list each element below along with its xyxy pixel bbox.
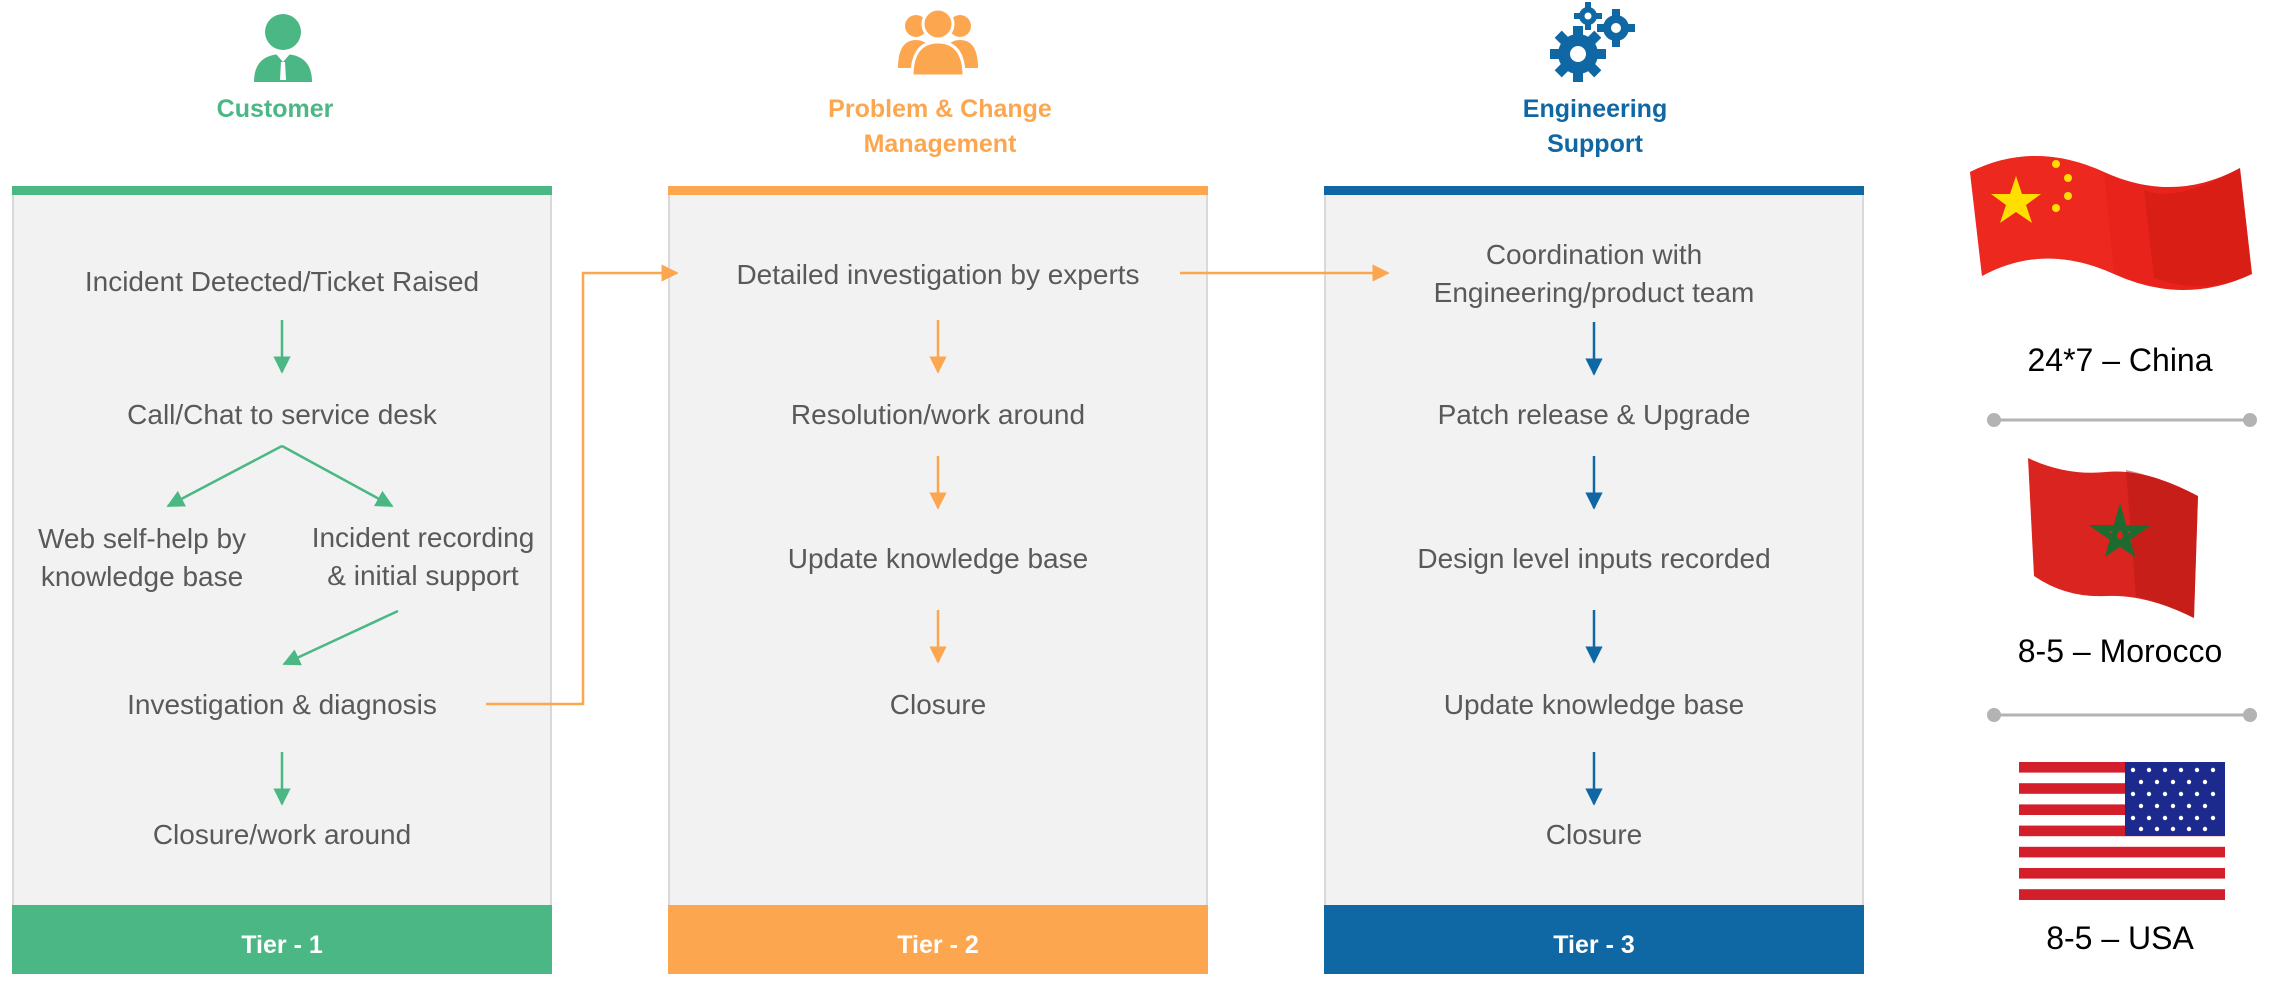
t3-step-closure: Closure xyxy=(1545,819,1643,850)
tier3-footer: Tier - 3 xyxy=(1324,905,1864,974)
t1-step-closure: Closure/work around xyxy=(152,819,412,850)
arrow-t1-3 xyxy=(282,609,399,666)
arrow-t1-2a xyxy=(166,444,283,508)
t2-step-closure: Closure xyxy=(889,689,987,720)
t1-step-incident-detected: Incident Detected/Ticket Raised xyxy=(84,266,480,297)
region-morocco: 8-5 – Morocco xyxy=(2017,633,2223,669)
usa-flag xyxy=(2019,762,2225,900)
china-flag xyxy=(1970,156,2252,290)
step-line: & initial support xyxy=(327,560,519,591)
tier1-top-bar xyxy=(12,186,552,195)
t1-step-web-self-help: Web self-help by knowledge base xyxy=(22,520,262,596)
heading-problem-change: Problem & Change Management xyxy=(780,92,1100,162)
group-icon xyxy=(898,7,978,76)
heading-engineering-support: Engineering Support xyxy=(1440,92,1750,162)
step-line: Coordination with xyxy=(1485,239,1703,270)
heading-line-1: Problem & Change xyxy=(828,95,1052,123)
tier3-panel xyxy=(1324,186,1864,974)
tier3-top-bar xyxy=(1324,186,1864,195)
t2-step-detailed-investigation: Detailed investigation by experts xyxy=(736,259,1140,290)
heading-line-2: Management xyxy=(863,130,1017,158)
t2-step-resolution: Resolution/work around xyxy=(790,399,1086,430)
person-icon xyxy=(254,14,312,82)
tier1-panel xyxy=(12,186,552,974)
t3-step-update-kb: Update knowledge base xyxy=(1443,689,1745,720)
step-line: Incident recording xyxy=(311,522,535,553)
region-usa: 8-5 – USA xyxy=(2046,920,2194,956)
step-line: Engineering/product team xyxy=(1433,277,1755,308)
tier2-footer: Tier - 2 xyxy=(668,905,1208,974)
tier2-top-bar xyxy=(668,186,1208,195)
t3-step-design-inputs: Design level inputs recorded xyxy=(1417,543,1771,574)
step-line: Web self-help by xyxy=(37,523,247,554)
t1-step-investigation: Investigation & diagnosis xyxy=(127,689,437,720)
arrow-t1-2b xyxy=(281,444,394,508)
region-china: 24*7 – China xyxy=(2027,342,2213,378)
morocco-flag xyxy=(2028,458,2198,618)
heading-line-2: Support xyxy=(1547,130,1643,158)
t3-step-coordination: Coordination with Engineering/product te… xyxy=(1324,236,1864,312)
heading-customer: Customer xyxy=(216,95,334,123)
gears-icon xyxy=(1550,2,1635,82)
heading-line-1: Engineering xyxy=(1522,95,1668,123)
step-line: knowledge base xyxy=(40,561,244,592)
tier2-panel xyxy=(668,186,1208,974)
t2-step-update-kb: Update knowledge base xyxy=(787,543,1089,574)
t1-step-incident-recording: Incident recording & initial support xyxy=(298,519,548,595)
connector-t1-t2 xyxy=(486,264,679,706)
t3-step-patch-release: Patch release & Upgrade xyxy=(1437,399,1751,430)
t1-step-call-chat: Call/Chat to service desk xyxy=(127,399,437,430)
tier1-footer: Tier - 1 xyxy=(12,905,552,974)
